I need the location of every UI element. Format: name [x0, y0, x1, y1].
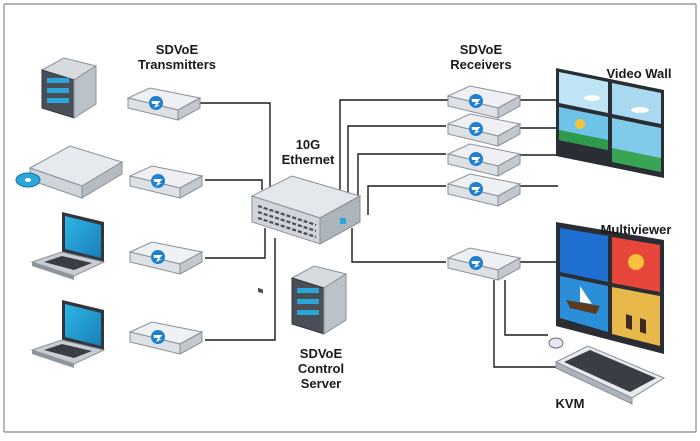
sdvoe-decoder-icon — [447, 113, 521, 147]
sdvoe-decoder-icon — [447, 247, 521, 281]
diagram-frame — [3, 3, 697, 433]
sdvoe-encoder-icon — [129, 321, 203, 355]
control-server-icon — [290, 265, 348, 335]
sdvoe-decoder-icon — [447, 173, 521, 207]
multiviewer-label: Multiviewer — [600, 222, 672, 237]
multiviewer-monitor-icon — [556, 222, 664, 354]
sdvoe-encoder-icon — [129, 241, 203, 275]
connection-lines — [200, 99, 558, 368]
server-icon — [40, 57, 98, 119]
laptop-icon — [30, 212, 106, 280]
sdvoe-decoder-icon — [447, 143, 521, 177]
ethernet-switch-icon — [250, 175, 362, 294]
video-wall-icon — [556, 68, 664, 178]
laptop-icon — [30, 300, 106, 368]
keyboard-mouse-icon — [548, 337, 666, 405]
sdvoe-decoder-icon — [447, 85, 521, 119]
blu-ray-player-icon — [15, 145, 124, 199]
sdvoe-encoder-icon — [127, 87, 201, 121]
sdvoe-encoder-icon — [129, 165, 203, 199]
video-wall-label: Video Wall — [606, 66, 672, 81]
kvm-label: KVM — [555, 396, 585, 411]
